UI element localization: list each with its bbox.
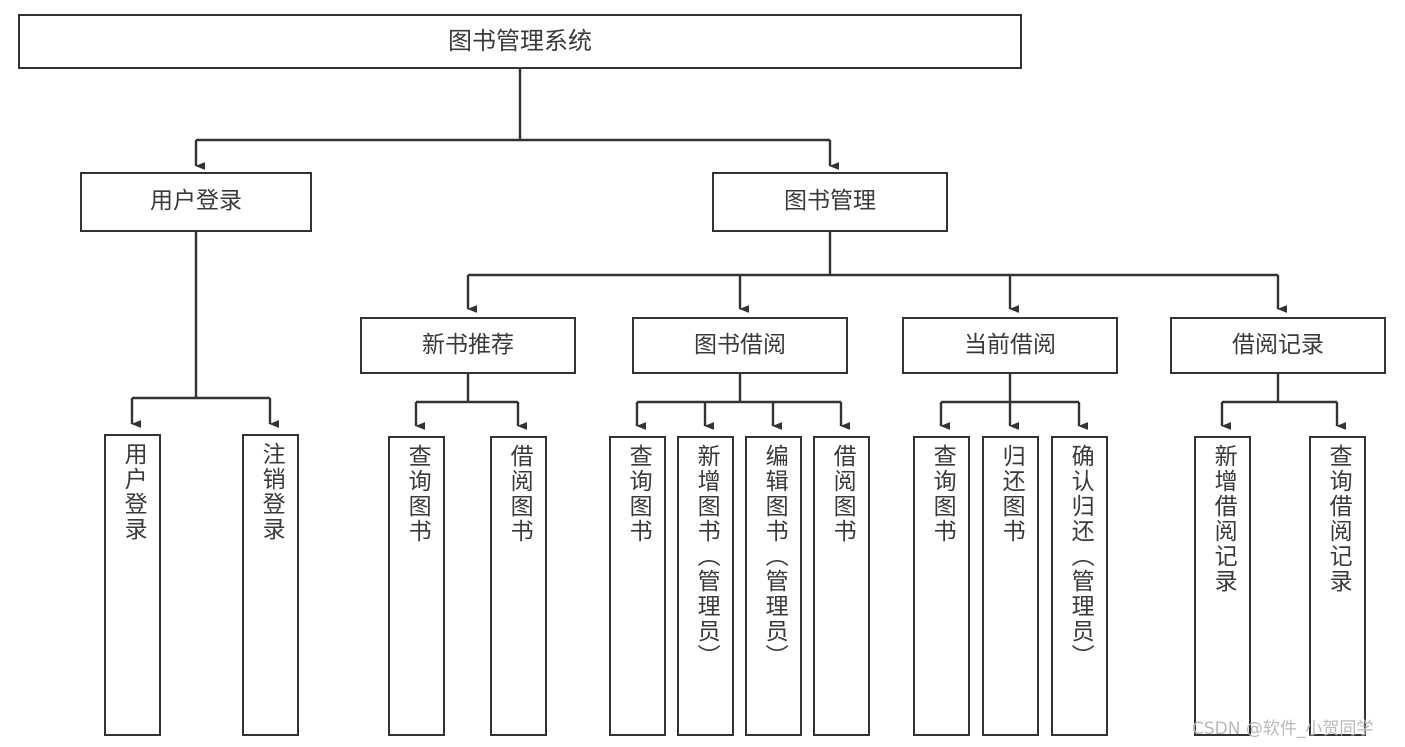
node-book-management-system[interactable]: 图书管理系统 — [18, 14, 1022, 69]
node-label: 新增图书（管理员） — [693, 444, 720, 669]
node-borrowing-records[interactable]: 借阅记录 — [1170, 317, 1386, 374]
node-leaf-query-book-borrowing[interactable]: 查询图书 — [609, 436, 666, 736]
node-label: 查询借阅记录 — [1325, 444, 1352, 594]
node-label: 编辑图书（管理员） — [761, 444, 788, 669]
node-leaf-confirm-return-admin[interactable]: 确认归还（管理员） — [1051, 436, 1108, 736]
node-user-login[interactable]: 用户登录 — [80, 172, 312, 232]
node-leaf-query-borrowing-record[interactable]: 查询借阅记录 — [1309, 436, 1366, 736]
node-label: 新书推荐 — [422, 331, 514, 358]
node-current-borrowing[interactable]: 当前借阅 — [902, 317, 1118, 374]
node-label: 用户登录 — [150, 188, 242, 215]
node-leaf-borrow-book-recommendation[interactable]: 借阅图书 — [490, 436, 547, 736]
node-book-management[interactable]: 图书管理 — [712, 172, 948, 232]
node-leaf-add-borrowing-record[interactable]: 新增借阅记录 — [1194, 436, 1251, 736]
node-leaf-edit-book-admin[interactable]: 编辑图书（管理员） — [745, 436, 802, 736]
node-label: 图书管理系统 — [448, 27, 592, 56]
node-label: 借阅图书 — [506, 444, 533, 544]
node-label: 图书管理 — [784, 188, 876, 215]
node-new-book-recommendation[interactable]: 新书推荐 — [360, 317, 576, 374]
node-label: 查询图书 — [929, 444, 956, 544]
node-label: 借阅记录 — [1232, 331, 1324, 358]
node-label: 查询图书 — [625, 444, 652, 544]
node-leaf-query-book-recommendation[interactable]: 查询图书 — [388, 436, 445, 736]
node-label: 用户登录 — [120, 442, 147, 542]
node-leaf-query-book-current[interactable]: 查询图书 — [913, 436, 970, 736]
node-label: 借阅图书 — [829, 444, 856, 544]
node-label: 确认归还（管理员） — [1067, 444, 1094, 669]
node-label: 注销登录 — [258, 442, 285, 542]
node-label: 图书借阅 — [694, 331, 786, 358]
node-leaf-borrow-book-borrowing[interactable]: 借阅图书 — [813, 436, 870, 736]
node-leaf-user-login[interactable]: 用户登录 — [104, 434, 161, 736]
node-label: 新增借阅记录 — [1210, 444, 1237, 594]
csdn-watermark: CSDN @软件_小贺同学 — [1192, 719, 1374, 739]
node-book-borrowing[interactable]: 图书借阅 — [632, 317, 848, 374]
node-label: 查询图书 — [404, 444, 431, 544]
node-leaf-return-book[interactable]: 归还图书 — [982, 436, 1039, 736]
node-label: 当前借阅 — [964, 331, 1056, 358]
node-leaf-logout[interactable]: 注销登录 — [242, 434, 299, 736]
node-leaf-add-book-admin[interactable]: 新增图书（管理员） — [677, 436, 734, 736]
node-label: 归还图书 — [998, 444, 1025, 544]
